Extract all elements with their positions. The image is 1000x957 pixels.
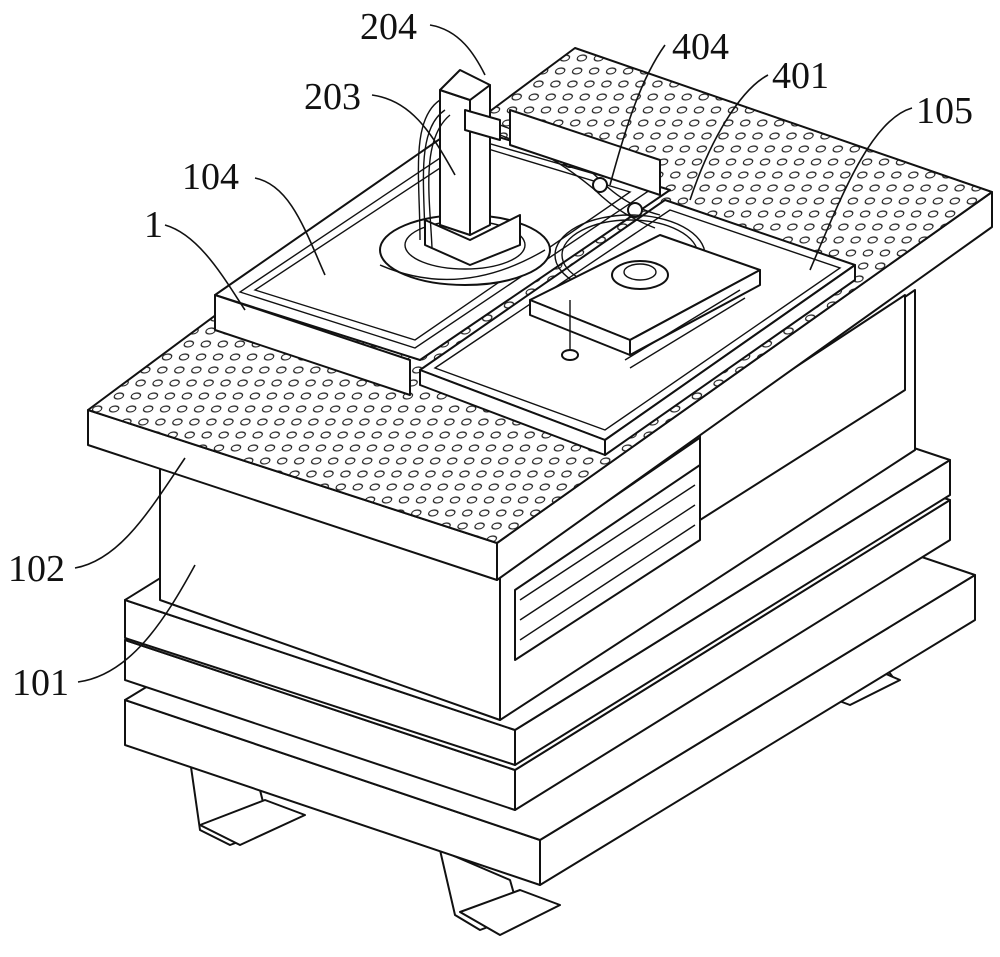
label-1: 1 [144,206,163,244]
label-105: 105 [916,92,973,130]
label-204: 204 [360,8,417,46]
label-401: 401 [772,57,829,95]
label-104: 104 [182,158,239,196]
label-102: 102 [8,550,65,588]
label-203: 203 [304,78,361,116]
label-101: 101 [12,664,69,702]
label-404: 404 [672,28,729,66]
